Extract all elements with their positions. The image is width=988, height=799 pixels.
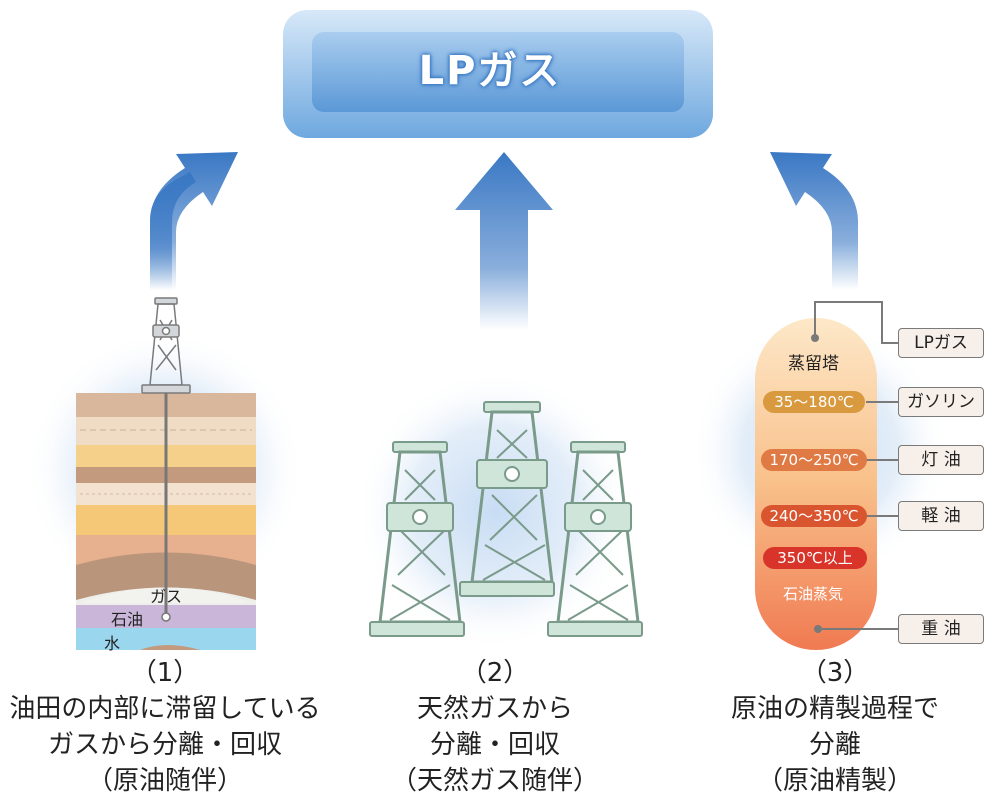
caption-2-line-2: 分離・回収 <box>429 730 560 760</box>
caption-2: （2） 天然ガスから 分離・回収 （天然ガス随伴） <box>345 655 645 799</box>
arrow-1 <box>150 152 238 290</box>
caption-1-line-3: （原油随伴） <box>86 766 243 796</box>
output-lp-gas: LPガス <box>898 328 984 358</box>
tower-name: 蒸留塔 <box>788 354 839 374</box>
output-kerosene: 灯 油 <box>898 445 984 475</box>
water-label: 水 <box>104 634 121 653</box>
tower-bottom-port <box>814 625 822 633</box>
derrick-right <box>547 441 643 637</box>
tower-top-port <box>811 334 819 342</box>
derrick-left <box>369 441 465 637</box>
oil-well-strata <box>76 393 256 650</box>
output-gasoline: ガソリン <box>898 387 984 417</box>
caption-1-line-2: ガスから分離・回収 <box>47 730 282 760</box>
oil-label: 石油 <box>111 610 144 629</box>
gas-label: ガス <box>150 587 183 606</box>
arrow-3 <box>770 152 858 290</box>
halo-2 <box>355 370 635 650</box>
output-diesel: 軽 油 <box>898 501 984 531</box>
tower-bottom-label: 石油蒸気 <box>783 585 844 603</box>
small-derrick <box>141 297 191 394</box>
caption-2-line-1: 天然ガスから <box>416 694 573 724</box>
caption-3-line-2: 分離 <box>808 730 861 760</box>
caption-1-line-1: 油田の内部に滞留している <box>9 694 321 724</box>
caption-2-number: （2） <box>460 658 530 688</box>
arrow-2 <box>455 152 553 330</box>
lp-gas-title: LPガス <box>418 48 562 94</box>
caption-1-number: （1） <box>130 658 200 688</box>
caption-3-number: （3） <box>800 658 870 688</box>
output-heavy-oil: 重 油 <box>898 614 984 644</box>
fraction-4: 350℃以上 <box>763 547 867 569</box>
caption-3: （3） 原油の精製過程で 分離 （原油精製） <box>690 655 980 799</box>
title-inner <box>312 32 684 112</box>
derrick-center <box>459 401 555 597</box>
caption-1: （1） 油田の内部に滞留している ガスから分離・回収 （原油随伴） <box>0 655 330 799</box>
caption-3-line-3: （原油精製） <box>756 766 913 796</box>
tower-connectors <box>814 301 898 630</box>
caption-2-line-3: （天然ガス随伴） <box>390 766 599 796</box>
fraction-1: 35〜180℃ <box>763 391 865 413</box>
caption-3-line-1: 原油の精製過程で <box>730 694 939 724</box>
fraction-2: 170〜250℃ <box>761 449 867 471</box>
fraction-3: 240〜350℃ <box>761 505 867 527</box>
